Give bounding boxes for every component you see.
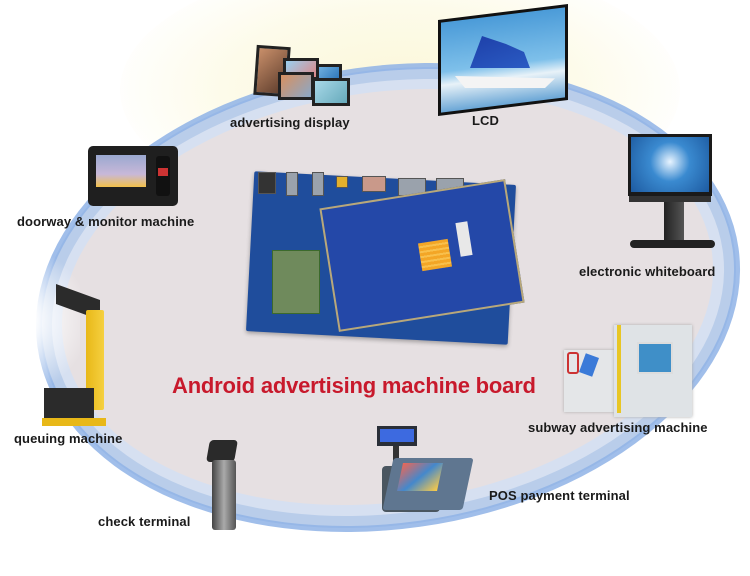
label-check-terminal: check terminal [98, 514, 191, 529]
label-electronic-whiteboard: electronic whiteboard [579, 264, 716, 279]
dc-jack [258, 172, 276, 194]
board-module [272, 250, 320, 314]
label-queuing-machine: queuing machine [14, 431, 123, 446]
label-lcd: LCD [472, 113, 500, 128]
mini-usb-port [336, 176, 348, 188]
label-pos-payment-terminal: POS payment terminal [489, 488, 630, 503]
label-subway-advertising-machine: subway advertising machine [528, 420, 708, 435]
heatsink [417, 238, 453, 272]
left-fade [0, 250, 80, 390]
label-advertising-display: advertising display [230, 115, 350, 130]
label-doorway-monitor-machine: doorway & monitor machine [17, 214, 195, 229]
usb-port [312, 172, 324, 196]
usb-port [286, 172, 298, 196]
diagram-title: Android advertising machine board [172, 373, 536, 398]
hdmi-port [362, 176, 386, 192]
